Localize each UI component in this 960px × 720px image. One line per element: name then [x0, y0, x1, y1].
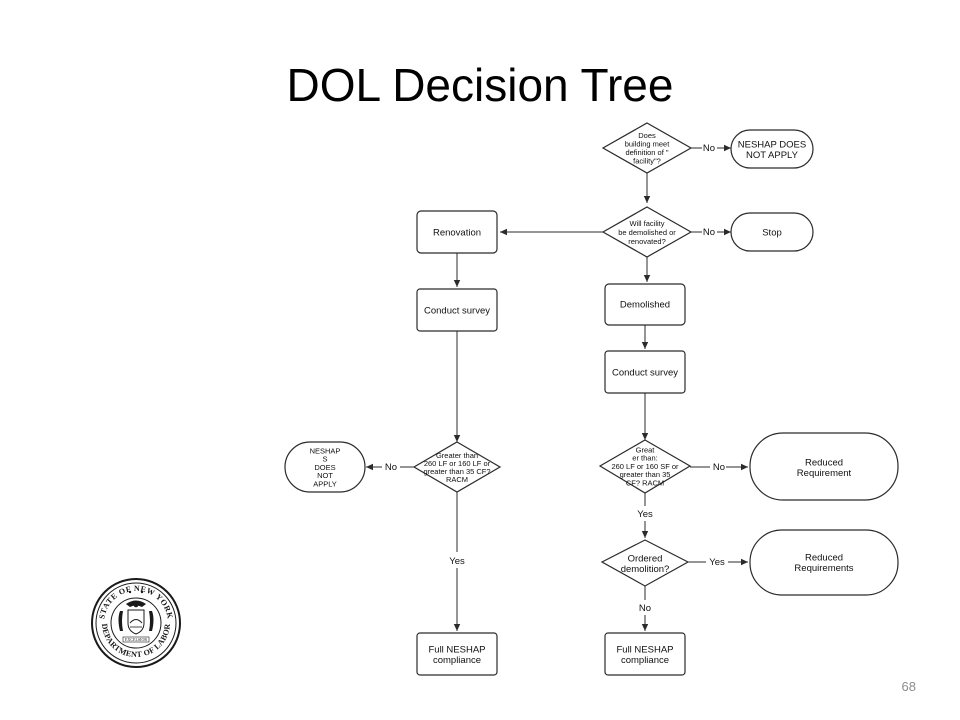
node-label-line: demolition?: [621, 564, 670, 575]
terminal-stop: [730, 212, 814, 252]
terminal-reduced-requirement: [749, 432, 899, 501]
node-label-line: 260 LF or 160 LF or: [424, 459, 491, 468]
node-label-line: facility"?: [633, 157, 661, 166]
process-renovation: [416, 210, 498, 254]
process-survey-left-text: Conduct survey: [424, 306, 490, 317]
node-label-line: Renovation: [433, 228, 481, 239]
svg-text:EXCELSIOR: EXCELSIOR: [125, 637, 147, 642]
node-label-line: DOES: [314, 463, 335, 472]
process-demolished: [604, 283, 686, 326]
decision-ordered: [600, 539, 690, 587]
decision-facility: [601, 122, 693, 174]
edge-label-yes: Yes: [449, 556, 465, 567]
node-label-line: greater than 35: [620, 470, 671, 479]
node-label-line: Does: [638, 131, 656, 140]
node-label-line: NOT APPLY: [746, 150, 799, 161]
node-label-line: Conduct survey: [612, 368, 678, 379]
decision-threshold-left: [412, 441, 502, 493]
node-label-line: Requirements: [794, 563, 853, 574]
node-label-line: Reduced: [805, 457, 843, 468]
node-label-line: Ordered: [628, 553, 663, 564]
node-label-line: Great: [636, 445, 656, 454]
node-label-line: Greater than: [436, 451, 478, 460]
node-label-line: Requirement: [797, 468, 852, 479]
node-label-line: definition of ": [625, 148, 668, 157]
node-label-line: APPLY: [313, 480, 337, 489]
node-label-line: Demolished: [620, 300, 670, 311]
terminal-neshap-not-apply: [730, 129, 814, 169]
edge-label-no: No: [385, 462, 397, 473]
node-label-line: NESHAP: [310, 446, 341, 455]
flow-edges: [366, 144, 748, 631]
terminal-neshaps-not-apply: [284, 441, 366, 493]
terminal-reduced-requirements: [749, 529, 899, 596]
decision-threshold-right: [598, 439, 692, 494]
node-label-line: building meet: [625, 140, 671, 149]
edge-labels: No No No Yes No Yes Yes No: [385, 143, 725, 614]
edge-label-yes: Yes: [709, 557, 725, 568]
process-survey-left: [416, 288, 498, 332]
node-label-line: compliance: [433, 655, 481, 666]
node-label-line: renovated?: [628, 237, 666, 246]
node-label-line: 260 LF or 160 SF or: [611, 462, 679, 471]
edge-label-no: No: [703, 227, 715, 238]
process-survey-right-text: Conduct survey: [612, 368, 678, 379]
node-label-line: Conduct survey: [424, 306, 490, 317]
decision-demolish-renovate: [601, 206, 693, 258]
node-label-line: NESHAP DOES: [738, 139, 806, 150]
edge-label-no: No: [713, 462, 725, 473]
process-full-compliance-left: [416, 632, 498, 676]
process-survey-right: [604, 350, 686, 394]
node-label-line: Stop: [762, 228, 782, 239]
slide-title: DOL Decision Tree: [286, 59, 674, 111]
node-label-line: be demolished or: [618, 228, 676, 237]
node-label-line: greater than 35 CF?: [423, 467, 490, 476]
node-label-line: Full NESHAP: [616, 644, 673, 655]
node-label-line: Full NESHAP: [428, 644, 485, 655]
edge-label-yes: Yes: [637, 509, 653, 520]
edge-label-no: No: [639, 603, 651, 614]
node-label-line: Reduced: [805, 552, 843, 563]
node-label-line: S: [322, 455, 327, 464]
edge-label-no: No: [703, 143, 715, 154]
process-renovation-text: Renovation: [433, 228, 481, 239]
node-label-line: er than:: [632, 454, 657, 463]
node-label-line: NOT: [317, 471, 333, 480]
node-label-line: compliance: [621, 655, 669, 666]
node-label-line: Will facility: [630, 219, 665, 228]
nys-department-of-labor-seal: STATE OF NEW YORK DEPARTMENT OF LABOR EX…: [91, 578, 181, 668]
process-full-compliance-right: [604, 632, 686, 676]
terminal-stop-text: Stop: [762, 228, 782, 239]
page-number: 68: [901, 679, 916, 694]
process-demolished-text: Demolished: [620, 300, 670, 311]
node-label-line: RACM: [446, 475, 468, 484]
node-label-line: CF? RACM: [626, 478, 664, 487]
